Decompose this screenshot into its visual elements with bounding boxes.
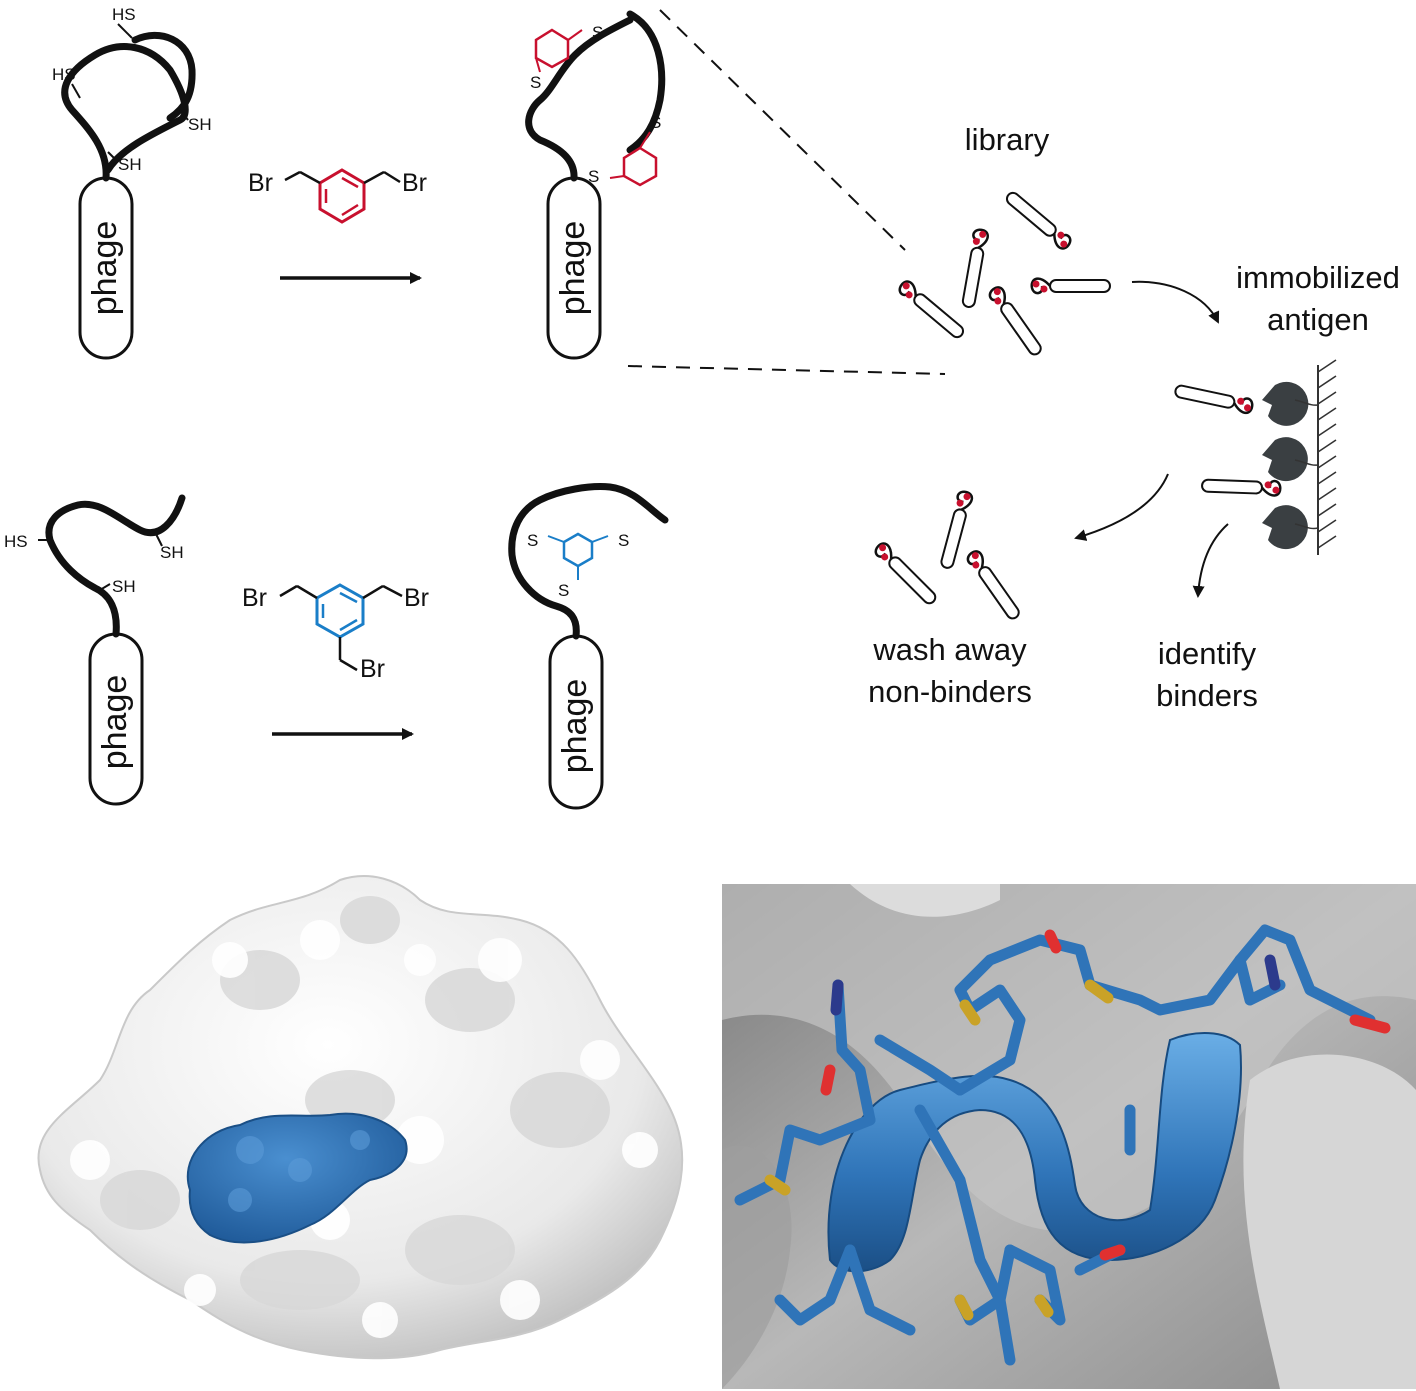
binders-label: binders (1156, 678, 1258, 713)
zoom-line (627, 365, 946, 375)
thiol-label: HS (112, 5, 136, 24)
thiol-label: HS (52, 65, 76, 84)
bromine-label: Br (404, 584, 429, 612)
reagent-dibromide: Br Br (248, 168, 427, 224)
antigen-icon (1262, 505, 1319, 550)
sulfur-label: S (650, 113, 661, 132)
antigen-icon (1262, 381, 1319, 426)
thiol-label: SH (112, 577, 136, 596)
antigen-surface (1174, 359, 1337, 555)
wash-label: wash away (872, 632, 1027, 667)
arrow-wash (1074, 473, 1169, 541)
phage-monocycle-product: phage S S S (508, 483, 669, 810)
bromine-label: Br (402, 169, 427, 197)
phage-bicycle-product: phage S S S S (525, 10, 666, 360)
phage-precursor-bottom: phage HS SH SH (4, 494, 186, 806)
sulfur-label: S (618, 531, 629, 550)
phage-label: phage (96, 675, 134, 770)
library-phages (898, 191, 1111, 356)
peptide-helix (827, 1032, 1242, 1273)
identify-label: identify (1158, 636, 1257, 671)
antigen-label: antigen (1267, 302, 1369, 337)
zoom-line (659, 9, 906, 251)
thiol-label: SH (188, 115, 212, 134)
sulfur-label: S (530, 73, 541, 92)
thiol-label: SH (160, 543, 184, 562)
non-binders-label: non-binders (868, 674, 1032, 709)
bromine-label: Br (242, 584, 267, 612)
arrow-to-antigen (1131, 280, 1220, 324)
phage-label: phage (554, 221, 592, 316)
bromine-label: Br (360, 655, 385, 683)
sulfur-label: S (592, 23, 603, 42)
phage-precursor-top: phage HS HS SH SH (52, 5, 212, 360)
thiol-label: HS (4, 532, 28, 551)
sulfur-label: S (527, 531, 538, 550)
bromine-label: Br (248, 169, 273, 197)
sulfur-label: S (558, 581, 569, 600)
sulfur-label: S (588, 167, 599, 186)
protein-surface-render (37, 875, 684, 1360)
phage-label: phage (556, 679, 594, 774)
thiol-label: SH (118, 155, 142, 174)
non-binder-phages (874, 490, 1020, 620)
immobilized-label: immobilized (1236, 260, 1400, 295)
arrow-identify (1192, 523, 1229, 598)
antigen-icon (1262, 437, 1319, 482)
phage-label: phage (86, 221, 124, 316)
structure-closeup (722, 884, 1416, 1389)
library-label: library (965, 122, 1050, 157)
reagent-tribromide: Br Br Br (242, 583, 429, 683)
